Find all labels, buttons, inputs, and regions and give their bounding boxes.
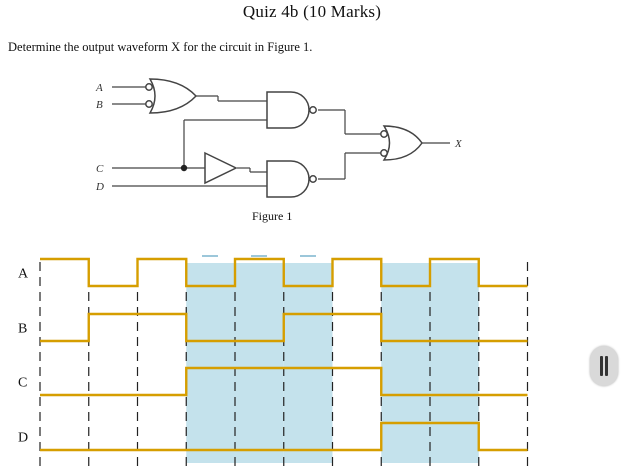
figure-caption: Figure 1 xyxy=(252,209,293,223)
junction-dot xyxy=(180,164,188,172)
signal-label-d: D xyxy=(18,431,28,446)
signal-label-a: A xyxy=(18,267,29,282)
instruction-text: Determine the output waveform X for the … xyxy=(8,40,313,54)
input-label-c: C xyxy=(96,163,104,175)
waveform-b xyxy=(40,312,528,343)
input-label-b: B xyxy=(96,99,103,111)
page-title: Quiz 4b (10 Marks) xyxy=(242,2,382,21)
highlight-interval xyxy=(381,263,430,463)
input-label-a: A xyxy=(95,82,103,94)
pause-bars-icon xyxy=(600,356,603,376)
highlight-interval xyxy=(430,263,479,463)
gate-4-nand xyxy=(266,160,317,198)
signal-label-b: B xyxy=(18,322,27,337)
highlight-interval xyxy=(235,263,284,463)
signal-label-c: C xyxy=(18,376,27,391)
waveform-d xyxy=(40,421,528,452)
gate-1-nand xyxy=(145,78,198,114)
waveform-c xyxy=(40,366,528,397)
logic-circuit-diagram: A B C D X xyxy=(95,78,463,198)
output-label-x: X xyxy=(454,138,463,150)
buffer-gate xyxy=(204,151,238,185)
input-label-d: D xyxy=(95,181,104,193)
highlight-interval xyxy=(283,263,333,463)
highlight-interval xyxy=(186,263,235,463)
gate-5-nand xyxy=(380,125,423,161)
timing-diagram: A B C D xyxy=(18,255,529,466)
waveform-a xyxy=(40,257,528,288)
gate-2-nand xyxy=(266,91,317,129)
scroll-handle[interactable] xyxy=(590,346,618,386)
